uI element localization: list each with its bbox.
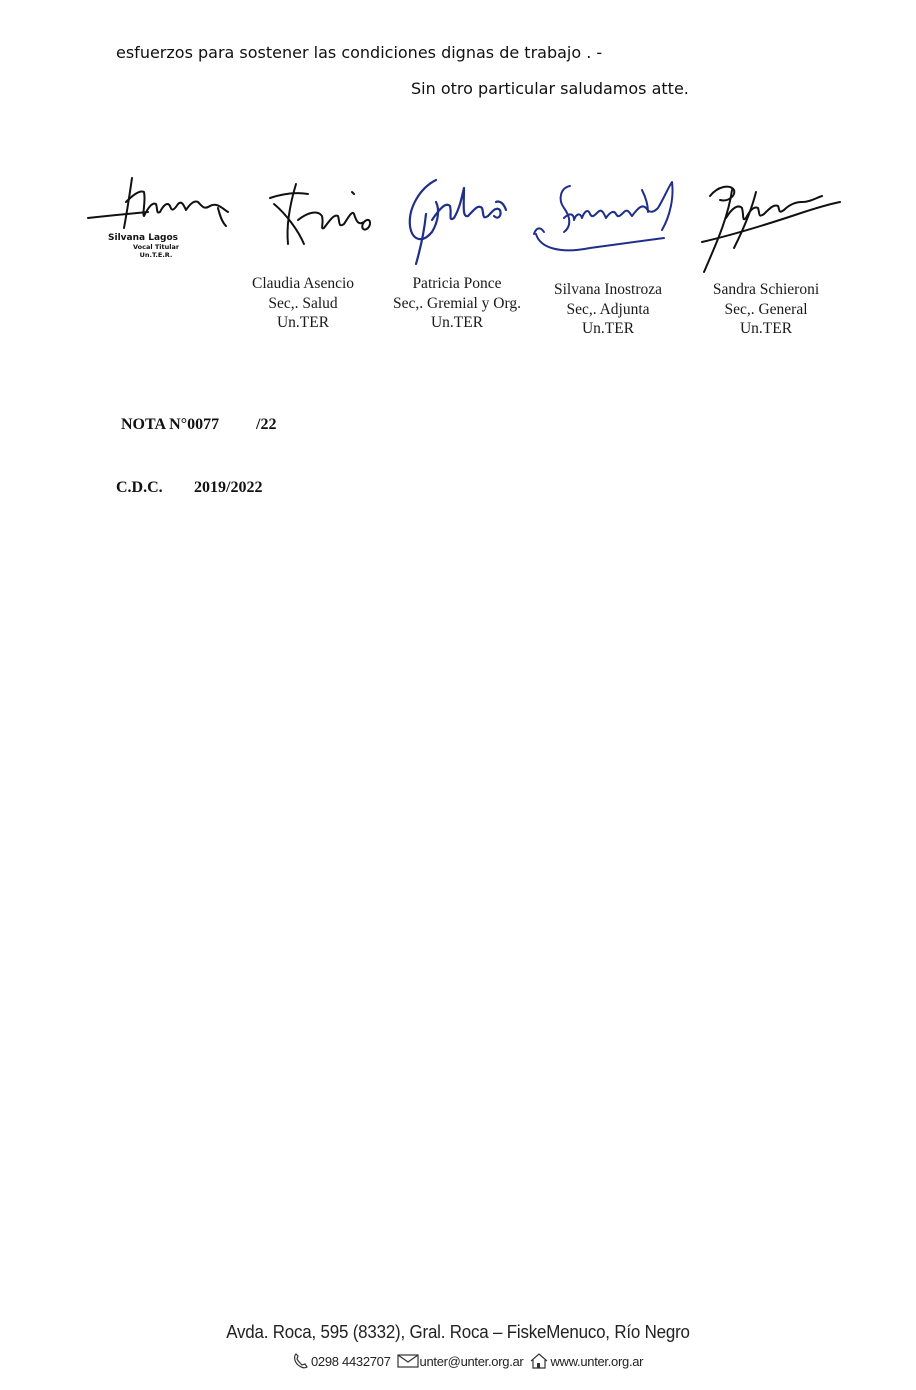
note-number-suffix: /22 [256, 416, 277, 433]
cdc-label: C.D.C. [116, 479, 163, 496]
signer-block: Sandra Schieroni Sec,. General Un.TER [696, 280, 836, 339]
signer-org: Un.TER [276, 314, 330, 331]
footer-address: Avda. Roca, 595 (8332), Gral. Roca – Fis… [226, 1322, 690, 1342]
signer-name: Silvana Inostroza [553, 281, 663, 298]
closing-salutation: Sin otro particular saludamos atte. [411, 79, 689, 98]
signer-org: Un.TER [739, 320, 793, 337]
signer-org: Un.TER [581, 320, 635, 337]
stamp-name: Silvana Lagos [108, 233, 178, 243]
house-icon [529, 1352, 549, 1370]
signature-silvana-inostroza [533, 181, 674, 252]
signature-silvana-lagos [87, 177, 229, 229]
signer-block: Claudia Asencio Sec,. Salud Un.TER [233, 274, 373, 333]
signer-role: Sec,. Adjunta [566, 300, 650, 318]
footer-contact: 0298 4432707 unter@unter.org.ar www.unte… [292, 1350, 649, 1372]
signature-sandra-schieroni [701, 185, 841, 273]
cdc-period: 2019/2022 [194, 479, 263, 496]
signer-role: Sec,. Gremial y Org. [393, 294, 521, 312]
closing-text-line: esfuerzos para sostener las condiciones … [116, 43, 603, 62]
signer-role: Sec,. Salud [268, 294, 338, 312]
signer-name: Patricia Ponce [412, 275, 502, 292]
signature-patricia-ponce [408, 178, 508, 266]
stamp-org: Un.T.E.R. [139, 250, 173, 259]
signer-name: Claudia Asencio [251, 275, 355, 292]
signature-claudia-asencio [269, 183, 372, 245]
signer-block: Patricia Ponce Sec,. Gremial y Org. Un.T… [382, 274, 532, 333]
footer-website[interactable]: www.unter.org.ar [550, 1353, 644, 1369]
envelope-icon [396, 1353, 419, 1369]
phone-icon [292, 1352, 310, 1370]
note-reference: NOTA N°0077 /22 C.D.C. 2019/2022 [116, 372, 276, 519]
stamp-role: Vocal Titular [132, 243, 180, 251]
note-number-label: NOTA N°0077 [121, 416, 220, 433]
footer-email[interactable]: unter@unter.org.ar [419, 1353, 524, 1369]
footer-phone: 0298 4432707 [311, 1353, 391, 1369]
signer-name: Sandra Schieroni [712, 281, 820, 298]
signer-role: Sec,. General [724, 300, 808, 318]
signer-org: Un.TER [430, 314, 484, 331]
signature-stamp: Silvana Lagos Vocal Titular Un.T.E.R. [108, 234, 204, 258]
signer-block: Silvana Inostroza Sec,. Adjunta Un.TER [538, 280, 678, 339]
